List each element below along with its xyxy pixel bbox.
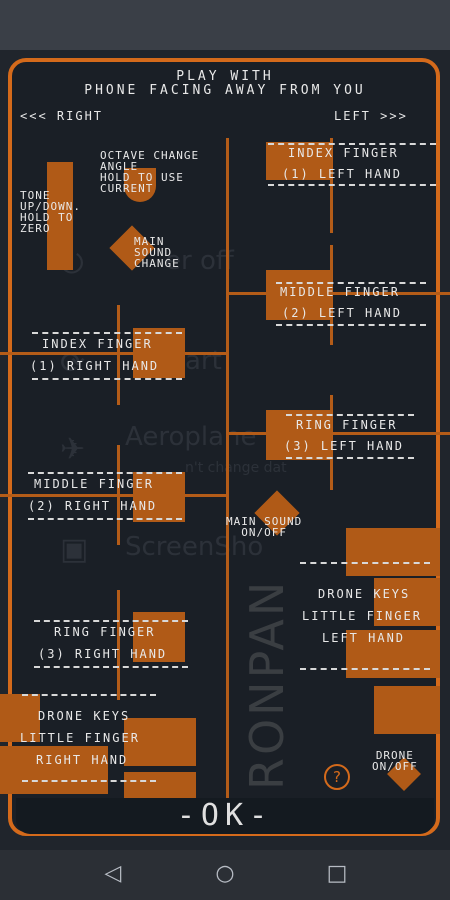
home-icon[interactable]: ○ xyxy=(215,861,235,886)
center-divider xyxy=(226,138,229,798)
screenshot-icon: ▣ xyxy=(60,532,89,567)
left-horizontal-1 xyxy=(0,352,226,355)
status-bar xyxy=(0,0,450,50)
menu-item-screenshot: ScreenSho xyxy=(125,532,264,562)
octave-key-block[interactable] xyxy=(124,168,156,202)
app-background: ⏻ er off ⟳ art ✈ Aeroplane m n't change … xyxy=(0,50,450,850)
right-horizontal-2 xyxy=(229,432,450,435)
left-index-title: INDEX FINGER xyxy=(288,146,399,160)
left-drone-key-block-2[interactable] xyxy=(374,578,440,626)
left-middle-bottom-dash xyxy=(276,324,426,326)
right-middle-key-block[interactable] xyxy=(133,472,185,522)
left-drone-key-block-4[interactable] xyxy=(374,686,440,734)
right-drone-mid: LITTLE FINGER xyxy=(20,731,140,745)
left-middle-key-block[interactable] xyxy=(266,270,332,320)
help-button[interactable]: ? xyxy=(324,764,350,790)
left-ring-bottom-dash xyxy=(286,457,414,459)
right-drone-bottom-dash xyxy=(22,780,156,782)
left-drone-sub: LEFT HAND xyxy=(322,631,406,645)
ok-label: -OK- xyxy=(176,798,274,833)
left-ring-key-block[interactable] xyxy=(266,410,332,460)
menu-item-aeroplane: Aeroplane m xyxy=(125,422,291,452)
right-drone-title: DRONE KEYS xyxy=(38,709,131,723)
left-middle-sub: (2) LEFT HAND xyxy=(282,306,402,320)
right-ring-top-dash xyxy=(34,620,188,622)
tone-label: TONE UP/DOWN. HOLD TO ZERO xyxy=(20,189,81,235)
right-drone-key-block-1[interactable] xyxy=(0,694,40,742)
navigation-bar: ◁ ○ □ xyxy=(0,850,450,900)
instruction-overlay-frame xyxy=(8,58,440,836)
right-middle-sub: (2) RIGHT HAND xyxy=(28,499,158,513)
right-drone-key-block-4[interactable] xyxy=(124,772,196,798)
left-ring-top-dash xyxy=(286,414,414,416)
aeroplane-icon: ✈ xyxy=(60,432,86,467)
right-ring-title: RING FINGER xyxy=(54,625,156,639)
right-ring-sub: (3) RIGHT HAND xyxy=(38,647,168,661)
menu-item-power-off: er off xyxy=(165,246,234,276)
right-middle-title: MIDDLE FINGER xyxy=(34,477,154,491)
right-index-title: INDEX FINGER xyxy=(42,337,153,351)
restart-icon: ⟳ xyxy=(60,346,86,381)
left-index-key-block[interactable] xyxy=(266,142,332,180)
left-vertical-2 xyxy=(117,445,120,545)
right-index-sub: (1) RIGHT HAND xyxy=(30,359,160,373)
right-drone-key-block-3[interactable] xyxy=(0,746,108,794)
watermark: RONPAN xyxy=(240,578,294,790)
right-index-top-dash xyxy=(32,332,182,334)
left-index-bottom-dash xyxy=(268,184,436,186)
left-vertical-3 xyxy=(117,590,120,700)
left-middle-top-dash xyxy=(276,282,426,284)
octave-change-label: OCTAVE CHANGE ANGLE HOLD TO USE CURRENT xyxy=(100,149,200,195)
left-side-label: LEFT >>> xyxy=(334,109,408,123)
left-drone-key-block-3[interactable] xyxy=(346,630,440,678)
right-index-key-block[interactable] xyxy=(133,328,185,378)
left-drone-top-dash xyxy=(300,562,430,564)
left-drone-bottom-dash xyxy=(300,668,430,670)
left-ring-title: RING FINGER xyxy=(296,418,398,432)
main-sound-onoff-label: MAIN SOUND ON/OFF xyxy=(226,515,303,539)
header-line-2: PHONE FACING AWAY FROM YOU xyxy=(84,83,366,98)
right-middle-top-dash xyxy=(28,472,182,474)
right-index-bottom-dash xyxy=(32,378,182,380)
main-sound-change-label: MAIN SOUND CHANGE xyxy=(134,235,180,270)
right-drone-key-block-2[interactable] xyxy=(124,718,196,766)
left-horizontal-2 xyxy=(0,494,226,497)
right-ring-bottom-dash xyxy=(34,666,188,668)
left-ring-sub: (3) LEFT HAND xyxy=(284,439,404,453)
left-drone-mid: LITTLE FINGER xyxy=(302,609,422,623)
left-drone-title: DRONE KEYS xyxy=(318,587,411,601)
right-horizontal-1 xyxy=(229,292,450,295)
right-middle-bottom-dash xyxy=(28,518,182,520)
left-middle-title: MIDDLE FINGER xyxy=(280,285,400,299)
right-drone-sub: RIGHT HAND xyxy=(36,753,129,767)
left-drone-key-block-1[interactable] xyxy=(346,528,440,576)
ok-button[interactable]: -OK- xyxy=(16,798,434,834)
right-drone-top-dash xyxy=(22,694,156,696)
tone-key-block[interactable] xyxy=(47,162,73,270)
header-line-1: PLAY WITH xyxy=(176,69,274,84)
drone-onoff-label: DRONE ON/OFF xyxy=(372,749,418,773)
right-side-label: <<< RIGHT xyxy=(20,109,104,123)
left-index-top-dash xyxy=(268,143,436,145)
left-index-sub: (1) LEFT HAND xyxy=(282,167,402,181)
menu-item-aeroplane-sub: n't change dat xyxy=(185,460,287,476)
recents-icon[interactable]: □ xyxy=(326,861,348,886)
left-vertical-1 xyxy=(117,305,120,405)
menu-item-restart: art xyxy=(185,346,222,376)
back-icon[interactable]: ◁ xyxy=(104,861,122,886)
